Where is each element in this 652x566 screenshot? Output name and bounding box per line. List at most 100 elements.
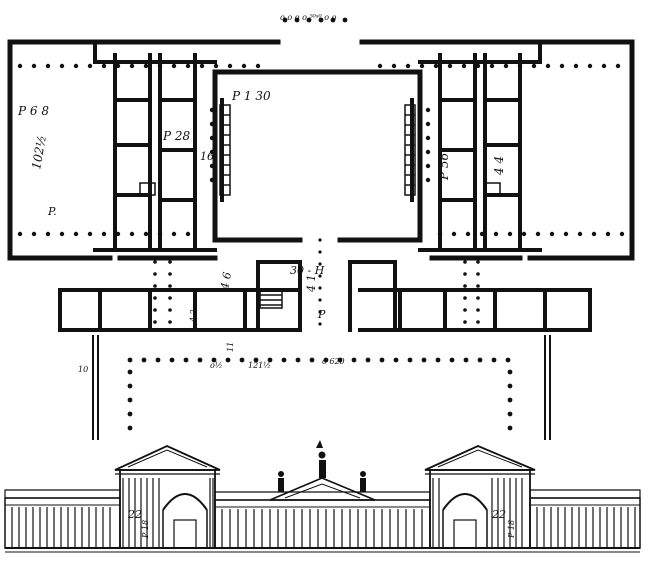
column-dot [127, 357, 133, 363]
column-dot [437, 231, 443, 237]
plan-inner-walls [93, 40, 542, 252]
label-dot-half: o½ [210, 361, 223, 370]
column-dot [153, 284, 157, 288]
column-dot [153, 272, 157, 276]
column-dot [318, 298, 322, 302]
column-dot [209, 149, 215, 155]
column-dot [475, 63, 481, 69]
column-dot [209, 163, 215, 169]
plan-forecourt-walls [92, 335, 551, 440]
elevation-statues [278, 440, 366, 492]
label-left-pavilion: 22 [127, 508, 142, 521]
column-dot [141, 357, 147, 363]
column-dot [127, 425, 133, 431]
column-dot [425, 149, 431, 155]
column-dot [318, 274, 322, 278]
elevation-labels: 22 P 18 22 P 18 [127, 508, 516, 539]
column-dot [267, 357, 273, 363]
column-dot [330, 17, 336, 23]
column-dot [463, 284, 467, 288]
column-dot [577, 231, 583, 237]
column-dot [463, 308, 467, 312]
column-dot [153, 260, 157, 264]
column-dot [31, 231, 37, 237]
column-dot [318, 17, 324, 23]
column-dot [425, 163, 431, 169]
column-dot [17, 63, 23, 69]
column-dot [129, 63, 135, 69]
column-dot [129, 231, 135, 237]
column-dot [425, 135, 431, 141]
column-dot [87, 63, 93, 69]
column-dot [449, 357, 455, 363]
column-dot [318, 250, 322, 254]
column-dot [282, 17, 288, 23]
column-dot [463, 296, 467, 300]
column-dot [101, 231, 107, 237]
column-dot [185, 63, 191, 69]
column-dot [505, 357, 511, 363]
column-dot [521, 231, 527, 237]
column-dot [153, 296, 157, 300]
column-dot [211, 357, 217, 363]
plan-labels: o o o o ⁵⁰ˢ⁰ o o P 6 8 102½ P. P 28 16 P… [17, 13, 506, 374]
column-dot [227, 63, 233, 69]
column-dot [476, 272, 480, 276]
column-dot [493, 231, 499, 237]
column-dot [377, 63, 383, 69]
label-west-wing-p: P. [47, 205, 57, 218]
label-room-46: 4 6 [218, 271, 234, 291]
plan-stairs [139, 104, 501, 309]
column-dot [199, 63, 205, 69]
column-dot [507, 425, 513, 431]
column-dot [559, 63, 565, 69]
column-dot [127, 383, 133, 389]
label-top-colonnade: o o o o ⁵⁰ˢ⁰ o o [280, 13, 337, 22]
label-dot-42: 4 2 [189, 309, 198, 323]
column-dot [421, 357, 427, 363]
label-room-p16: 16 [200, 150, 214, 163]
column-dot [545, 63, 551, 69]
column-dot [115, 231, 121, 237]
column-dot [306, 17, 312, 23]
column-dot [477, 357, 483, 363]
column-dot [491, 357, 497, 363]
column-dot [185, 231, 191, 237]
column-dot [168, 260, 172, 264]
column-dot [507, 411, 513, 417]
column-dot [183, 357, 189, 363]
column-dot [425, 177, 431, 183]
column-dot [209, 135, 215, 141]
column-dot [143, 63, 149, 69]
column-dot [476, 308, 480, 312]
column-dot [59, 63, 65, 69]
column-dot [168, 320, 172, 324]
column-dot [241, 63, 247, 69]
column-dot [342, 17, 348, 23]
column-dot [239, 357, 245, 363]
column-dot [507, 231, 513, 237]
plan-lower-block [58, 260, 592, 332]
label-room-44: 4 4 [492, 156, 506, 176]
label-court-p130: P 1 30 [231, 89, 271, 103]
column-dot [323, 357, 329, 363]
column-dot [463, 272, 467, 276]
column-dot [168, 296, 172, 300]
column-dot [531, 63, 537, 69]
label-court-p: P [317, 308, 326, 321]
label-dot-11: 11 [226, 342, 235, 352]
column-dot [171, 231, 177, 237]
label-dot-10: 10 [78, 365, 88, 374]
label-right-pavilion-side: P 18 [507, 520, 516, 539]
column-dot [447, 63, 453, 69]
column-dot [209, 121, 215, 127]
plan-columns [17, 17, 625, 431]
column-dot [573, 63, 579, 69]
column-dot [318, 238, 322, 242]
elevation-right-arcade [529, 489, 641, 549]
column-dot [619, 231, 625, 237]
column-dot [405, 63, 411, 69]
column-dot [517, 63, 523, 69]
column-dot [17, 231, 23, 237]
column-dot [73, 63, 79, 69]
